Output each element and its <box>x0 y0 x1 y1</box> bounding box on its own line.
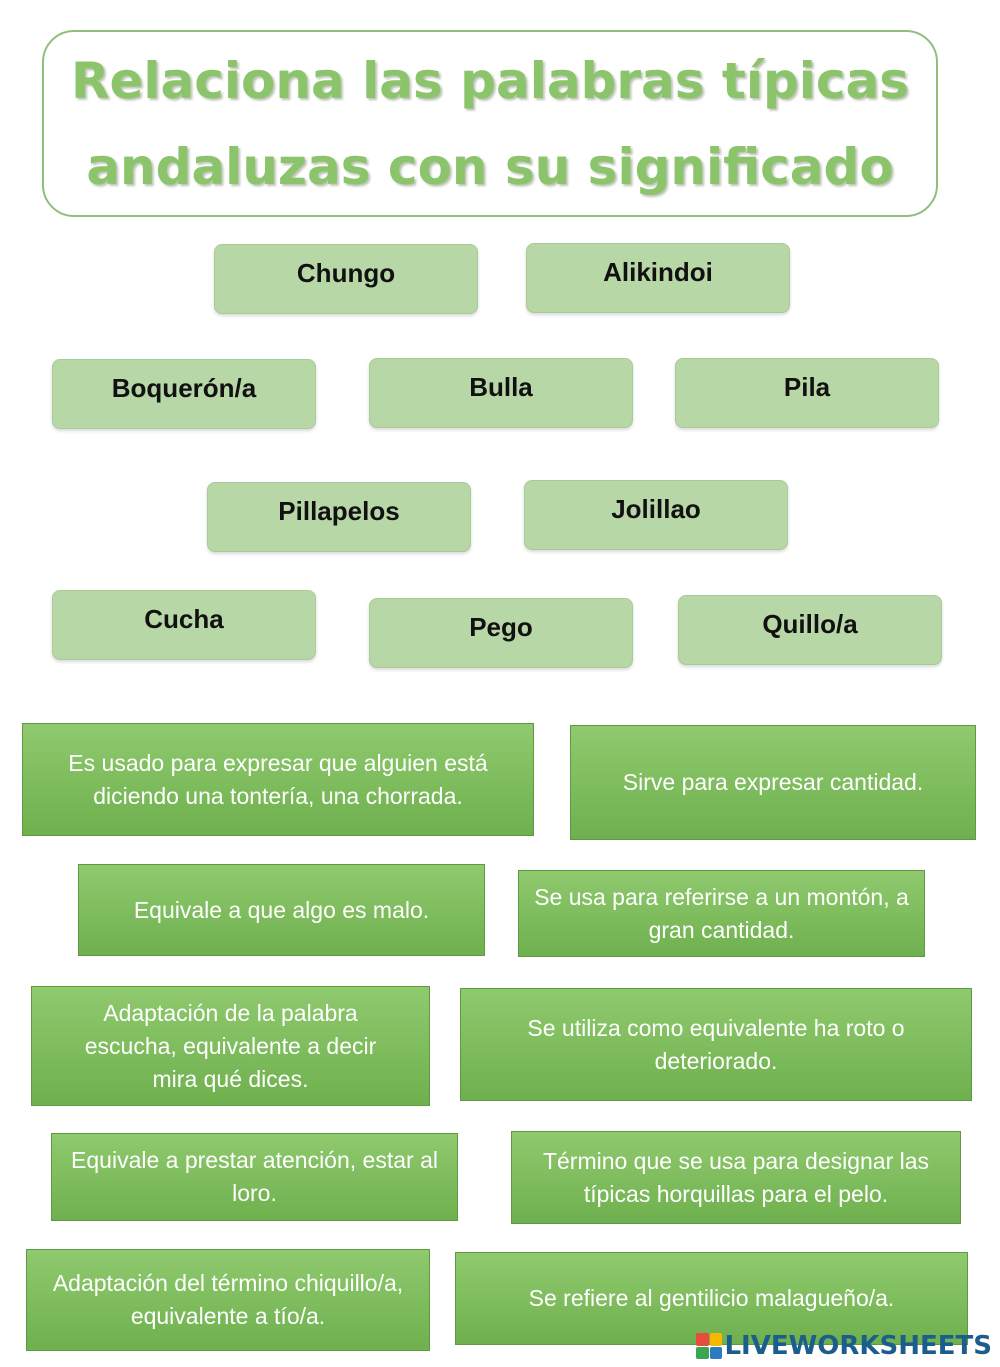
definition-text: Es usado para expresar que alguien está … <box>68 749 488 809</box>
word-card-boqueron[interactable]: Boquerón/a <box>52 359 316 429</box>
definition-box[interactable]: Equivale a que algo es malo. <box>78 864 485 956</box>
title-line-2: andaluzas con su significado <box>86 137 894 196</box>
logo-square-i <box>709 1333 723 1346</box>
definition-box[interactable]: Sirve para expresar cantidad. <box>570 725 976 840</box>
word-card-pillapelos[interactable]: Pillapelos <box>207 482 471 552</box>
title-box: Relaciona las palabras típicas andaluzas… <box>42 30 938 217</box>
definition-text: Se usa para referirse a un montón, a gra… <box>534 883 909 943</box>
liveworksheets-logo: LIVEWORKSHEETS <box>696 1331 992 1361</box>
definition-text: Sirve para expresar cantidad. <box>622 769 924 795</box>
definition-text: Adaptación del término chiquillo/a, equi… <box>52 1270 404 1329</box>
definition-box[interactable]: Es usado para expresar que alguien está … <box>22 723 534 836</box>
definition-box[interactable]: Equivale a prestar atención, estar al lo… <box>51 1133 458 1221</box>
liveworksheets-logo-icon <box>696 1333 723 1359</box>
definition-text: Término que se usa para designar las típ… <box>542 1147 930 1207</box>
logo-square-e <box>709 1346 723 1359</box>
definition-text: Se utiliza como equivalente ha roto o de… <box>527 1014 905 1074</box>
definition-box[interactable]: Término que se usa para designar las típ… <box>511 1131 961 1224</box>
word-card-pila[interactable]: Pila <box>675 358 939 428</box>
definition-box[interactable]: Se usa para referirse a un montón, a gra… <box>518 870 925 957</box>
brand-text: LIVEWORKSHEETS <box>724 1331 992 1361</box>
word-card-pego[interactable]: Pego <box>369 598 633 668</box>
definition-box[interactable]: Adaptación de la palabra escucha, equiva… <box>31 986 430 1106</box>
word-card-chungo[interactable]: Chungo <box>214 244 478 314</box>
title-line-1: Relaciona las palabras típicas <box>70 51 910 110</box>
definition-box[interactable]: Se refiere al gentilicio malagueño/a. <box>455 1252 968 1345</box>
word-card-bulla[interactable]: Bulla <box>369 358 633 428</box>
definition-box[interactable]: Se utiliza como equivalente ha roto o de… <box>460 988 972 1101</box>
word-card-cucha[interactable]: Cucha <box>52 590 316 660</box>
definition-text: Adaptación de la palabra escucha, equiva… <box>84 999 377 1092</box>
logo-square-v <box>696 1346 709 1359</box>
word-card-quillo[interactable]: Quillo/a <box>678 595 942 665</box>
definition-text: Equivale a que algo es malo. <box>133 896 430 923</box>
logo-square-l <box>696 1333 709 1346</box>
definition-text: Equivale a prestar atención, estar al lo… <box>71 1147 438 1206</box>
word-card-jolillao[interactable]: Jolillao <box>524 480 788 550</box>
definition-text: Se refiere al gentilicio malagueño/a. <box>528 1285 895 1311</box>
word-card-alikindoi[interactable]: Alikindoi <box>526 243 790 313</box>
definition-box[interactable]: Adaptación del término chiquillo/a, equi… <box>26 1249 430 1351</box>
